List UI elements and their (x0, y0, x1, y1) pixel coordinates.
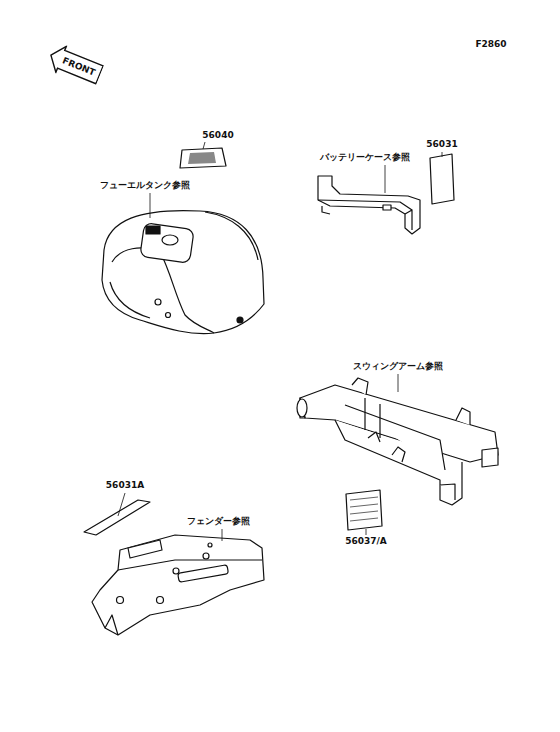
leader-line (366, 529, 367, 535)
callout-number: 56031A (105, 481, 145, 491)
reference-note: フェンダー参照 (186, 517, 251, 527)
figure-number: F2860 (474, 40, 507, 50)
leader-line (385, 165, 386, 193)
callout-number: 56040 (201, 131, 234, 141)
warning-label (180, 148, 226, 168)
leader-line (150, 193, 151, 218)
fuel-tank (102, 211, 264, 334)
swing-arm (297, 378, 498, 505)
battery-case-bracket (318, 176, 420, 234)
leader-line (442, 152, 443, 157)
reference-note: フューエルタンク参照 (99, 181, 191, 191)
leader-line (118, 493, 125, 516)
leader-line (222, 529, 223, 541)
reference-note: スウィングアーム参照 (352, 362, 444, 372)
leader-line (203, 142, 205, 149)
leader-line (398, 374, 399, 392)
reference-note: バッテリーケース参照 (319, 153, 411, 163)
callout-number: 56031 (425, 140, 458, 150)
label-plate (430, 154, 454, 204)
fender (92, 535, 264, 635)
callout-number: 56037/A (344, 537, 388, 547)
fuel-cap (140, 223, 194, 264)
reflector-strip (84, 500, 150, 535)
tire-label (346, 490, 382, 530)
direction-arrow: FRONT (44, 41, 106, 89)
